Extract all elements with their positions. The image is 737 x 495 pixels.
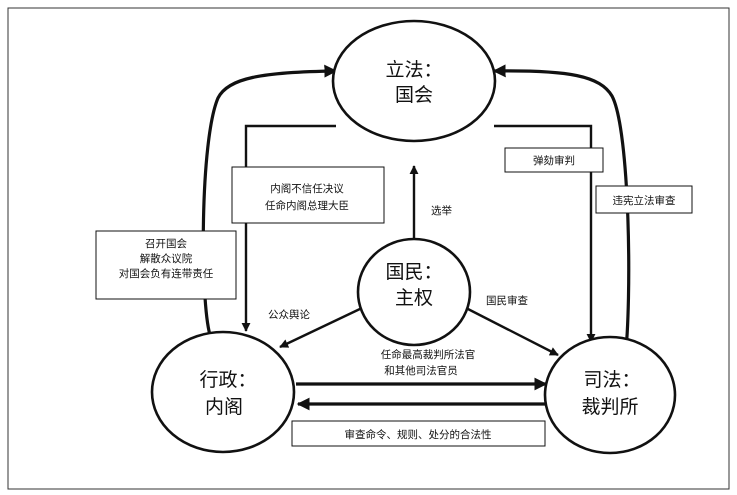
box-judicial-review: 违宪立法审查 [595,185,693,214]
node-judiciary: 司法： 裁判所 [543,335,677,455]
node-executive: 行政： 内阁 [150,330,296,454]
node-legislature-line2: 国会 [395,84,433,106]
arrow-judiciary-to-legislature [492,64,631,361]
arrow-legislature-to-judiciary [494,124,596,343]
box-no-confidence-line1: 内阁不信任决议 [270,182,344,195]
box-impeachment-text: 弹劾审判 [533,154,575,167]
arrow-people-to-executive [279,306,363,349]
node-executive-line1: 行政： [199,369,256,391]
box-no-confidence: 内阁不信任决议 任命内阁总理大臣 [231,166,385,224]
node-judiciary-line1: 司法： [583,369,640,391]
node-legislature-line1: 立法： [385,59,442,81]
box-review-orders-text: 审查命令、规则、处分的合法性 [345,428,492,441]
box-no-confidence-line2: 任命内阁总理大臣 [265,199,349,212]
arrow-legislature-to-executive [241,124,336,332]
label-election: 选举 [431,204,452,217]
box-convene-line1: 召开国会 [145,237,187,250]
label-public-opinion: 公众舆论 [268,308,310,321]
label-appoint-judges-line1: 任命最高裁判所法官 [381,348,476,361]
outer-frame [7,7,730,490]
arrow-people-to-judiciary [465,306,559,357]
box-convene-line3: 对国会负有连带责任 [119,267,214,280]
label-national-review: 国民审查 [486,294,528,307]
node-people-line2: 主权 [395,287,433,309]
box-impeachment: 弹劾审判 [504,147,604,173]
label-appoint-judges-line2: 和其他司法官员 [384,364,458,377]
box-convene-line2: 解散众议院 [140,252,193,265]
node-executive-line2: 内阁 [205,396,243,418]
box-judicial-review-text: 违宪立法审查 [613,194,676,207]
node-legislature: 立法： 国会 [331,19,497,143]
node-people-line1: 国民： [385,261,442,283]
node-judiciary-line2: 裁判所 [581,396,638,418]
box-review-orders: 审查命令、规则、处分的合法性 [291,420,546,447]
box-convene: 召开国会 解散众议院 对国会负有连带责任 [95,230,237,300]
node-people: 国民： 主权 [356,237,472,347]
